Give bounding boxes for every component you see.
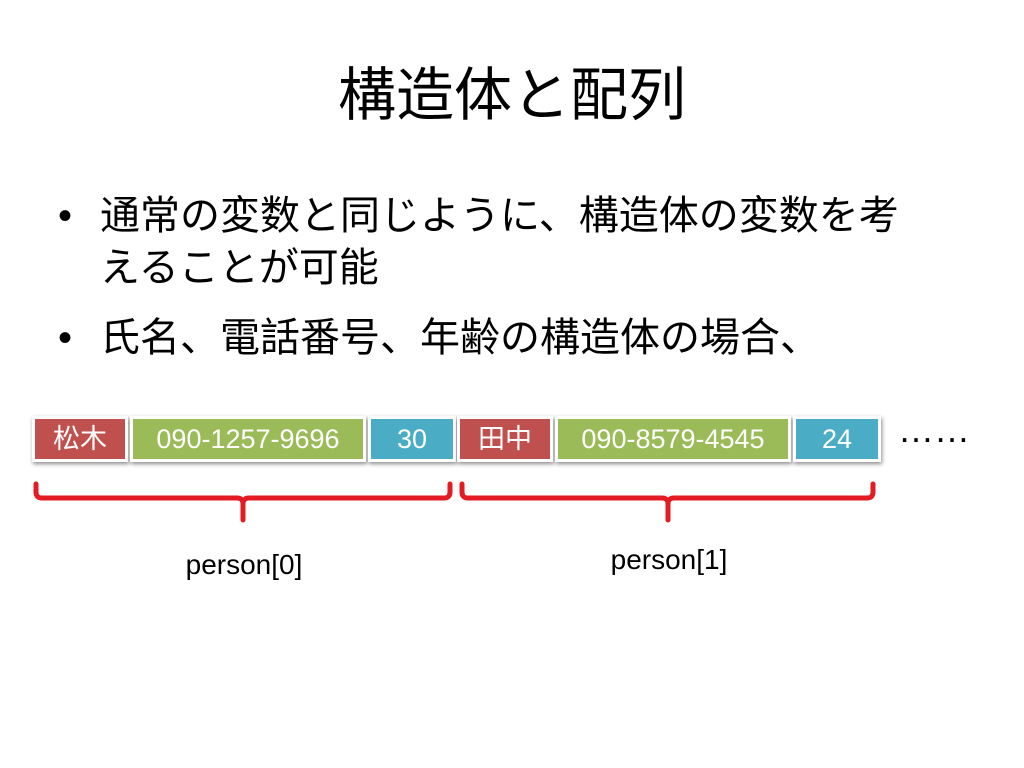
age-field: 30	[368, 416, 456, 462]
name-field: 松木	[32, 416, 128, 462]
phone-field: 090-8579-4545	[555, 416, 791, 462]
bullet-marker: •	[58, 194, 73, 238]
bullet-text: 通常の変数と同じように、構造体の変数を考えることが可能	[100, 194, 899, 290]
slide-title: 構造体と配列	[337, 63, 686, 128]
struct-record-1: 田中 090-8579-4545 24 person[1]	[457, 416, 881, 586]
bullet-item: • 通常の変数と同じように、構造体の変数を考えることが可能	[58, 190, 978, 294]
bullet-item: • 氏名、電話番号、年齢の構造体の場合、	[58, 312, 978, 364]
name-field: 田中	[457, 416, 553, 462]
record-label: person[0]	[185, 549, 303, 580]
bullet-text: 氏名、電話番号、年齢の構造体の場合、	[100, 316, 820, 360]
record-bracket	[33, 481, 453, 523]
bracket-path	[33, 481, 453, 523]
bullet-marker: •	[58, 316, 73, 360]
struct-record-0: 松木 090-1257-9696 30 person[0]	[32, 416, 456, 586]
bullet-list: • 通常の変数と同じように、構造体の変数を考えることが可能 • 氏名、電話番号、…	[58, 190, 978, 382]
record-bracket	[459, 481, 876, 523]
phone-field: 090-1257-9696	[130, 416, 366, 462]
age-field: 24	[793, 416, 881, 462]
record-label: person[1]	[610, 544, 728, 575]
bracket-path	[459, 481, 876, 523]
array-continuation-ellipsis: ……	[898, 409, 970, 450]
